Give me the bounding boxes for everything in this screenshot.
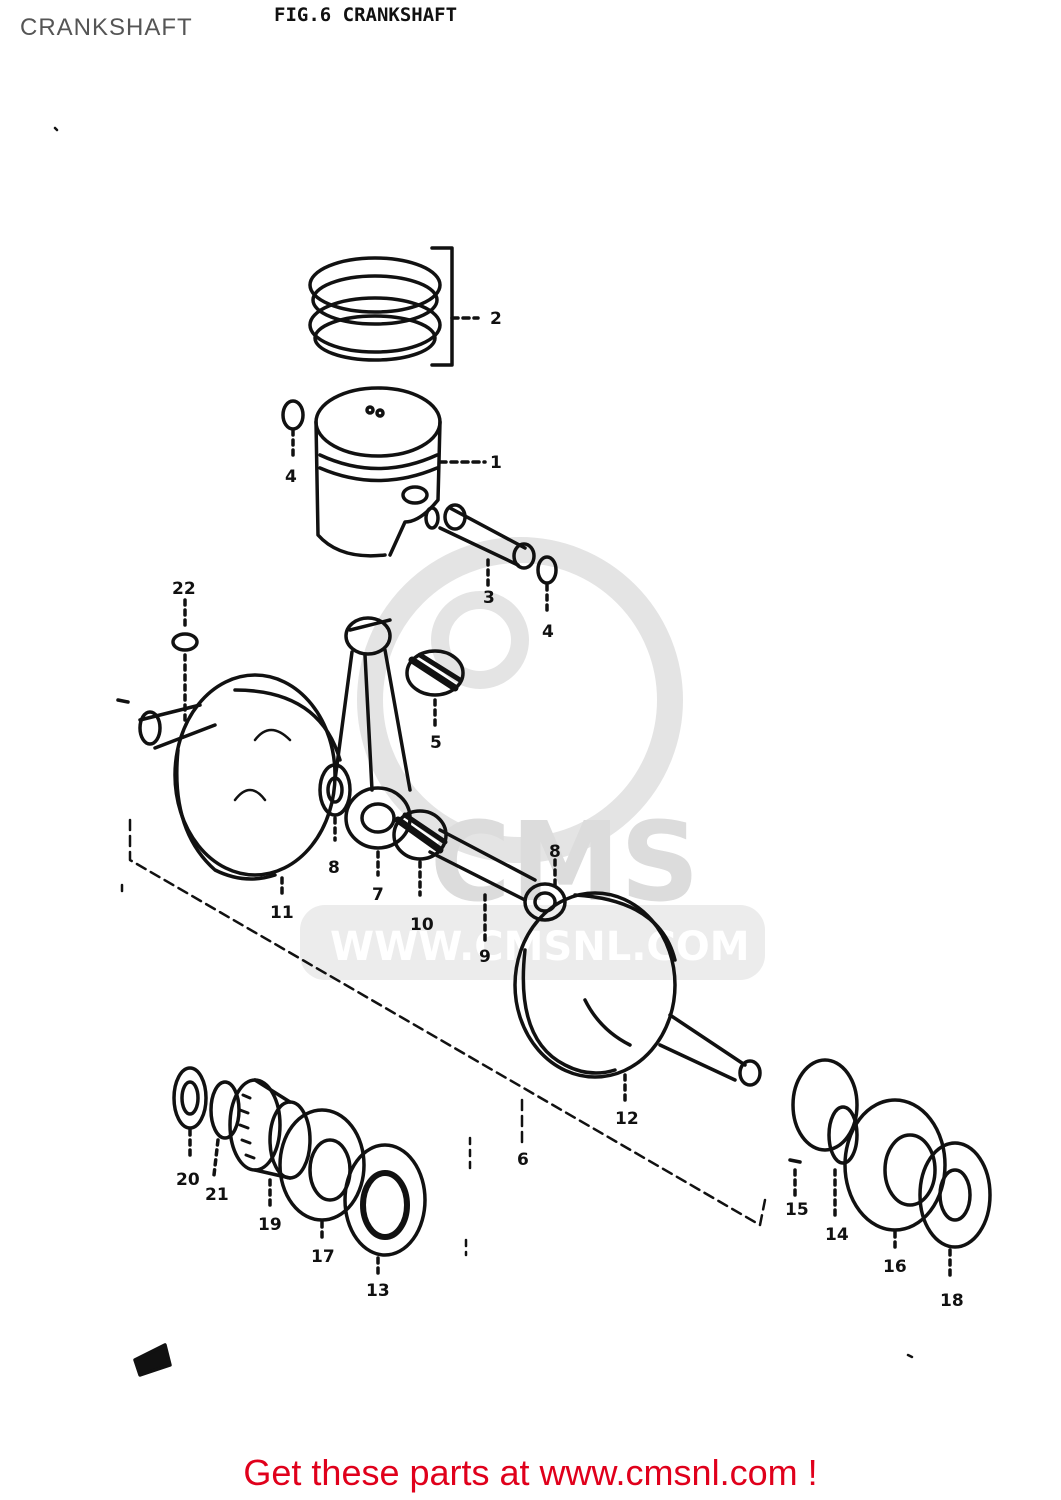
callout-20: 20	[176, 1170, 200, 1190]
piston-rings	[308, 246, 480, 367]
callout-16: 16	[883, 1257, 907, 1277]
thrust-washer-left	[318, 763, 352, 842]
callout-14: 14	[825, 1225, 849, 1245]
callout-15: 15	[785, 1200, 809, 1220]
callout-17: 17	[311, 1247, 335, 1267]
promo-link[interactable]: www.cmsnl.com	[539, 1452, 798, 1493]
callout-21: 21	[205, 1185, 229, 1205]
callout-labels: 1 2 3 4 4 5 6 7 8 8 9 10 11 12 13 14 15 …	[172, 309, 964, 1311]
crank-pin	[428, 828, 537, 942]
callout-22: 22	[172, 579, 196, 599]
misc-dashes	[53, 126, 914, 1359]
right-crank-web	[513, 891, 762, 1102]
callout-8b: 8	[549, 842, 561, 862]
gear-circlip	[172, 1066, 208, 1157]
callout-10: 10	[410, 915, 434, 935]
callout-13: 13	[366, 1281, 390, 1301]
promo-prefix: Get these parts at	[243, 1452, 540, 1493]
callout-9: 9	[479, 947, 491, 967]
right-oil-seal	[918, 1141, 992, 1282]
callout-4b: 4	[542, 622, 554, 642]
promo-suffix: !	[797, 1452, 818, 1493]
woodruff-key	[171, 598, 199, 722]
callout-11: 11	[270, 903, 294, 923]
piston	[314, 386, 487, 558]
crankshaft-assembly-bracket	[128, 818, 767, 1227]
callout-4a: 4	[285, 467, 297, 487]
left-crank-web	[116, 673, 342, 897]
small-end-bearing	[405, 649, 465, 727]
right-main-bearing	[843, 1098, 947, 1252]
left-oil-seal	[343, 1143, 427, 1277]
watermark: CMS WWW.CMSNL.COM	[300, 537, 765, 980]
left-main-bearing	[278, 1108, 366, 1242]
right-shim	[788, 1058, 859, 1197]
callout-3: 3	[483, 588, 495, 608]
piston-pin	[424, 503, 536, 587]
callout-18: 18	[940, 1291, 964, 1311]
callout-5: 5	[430, 733, 442, 753]
circlip-left	[281, 399, 305, 462]
primary-drive-gear	[228, 1078, 312, 1207]
callout-19: 19	[258, 1215, 282, 1235]
promo-banner: Get these parts at www.cmsnl.com !	[0, 1452, 1061, 1494]
figure-title: FIG.6 CRANKSHAFT	[274, 4, 458, 26]
corner-mark	[133, 1343, 172, 1377]
callout-2: 2	[490, 309, 502, 329]
watermark-url: WWW.CMSNL.COM	[330, 924, 750, 970]
page-title: CRANKSHAFT	[20, 14, 193, 41]
callout-12: 12	[615, 1109, 639, 1129]
callout-7: 7	[372, 885, 384, 905]
callout-6: 6	[517, 1150, 529, 1170]
callout-8a: 8	[328, 858, 340, 878]
circlip-right	[536, 555, 558, 612]
callout-1: 1	[490, 453, 502, 473]
right-circlip	[827, 1105, 859, 1222]
